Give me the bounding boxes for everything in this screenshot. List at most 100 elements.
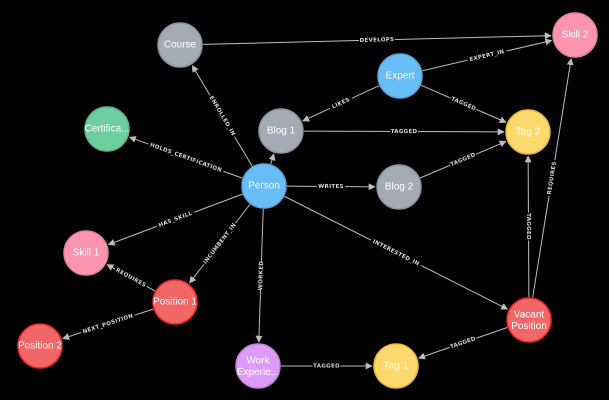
edge-label: NEXT_POSITION: [82, 313, 134, 335]
edge-label-bg: [448, 150, 478, 169]
edge-label: TAGGED: [525, 213, 531, 240]
edge-line[interactable]: [268, 153, 276, 165]
node-label: Position 1: [153, 297, 197, 308]
node-position2[interactable]: Position 2: [17, 323, 63, 369]
edge-expert-blog1[interactable]: LIKES: [302, 85, 380, 122]
node-label-line: Position: [511, 321, 547, 332]
edge-label: REQUIRES: [115, 267, 147, 288]
node-label: Course: [164, 40, 197, 51]
edge-person-course[interactable]: ENROLLED_IN: [191, 65, 253, 167]
edge-vacant-tag2[interactable]: TAGGED: [524, 155, 533, 298]
edge-work-tag1[interactable]: TAGGED: [281, 362, 373, 370]
edge-position1-skill1[interactable]: REQUIRES: [106, 264, 156, 292]
node-circle[interactable]: [552, 12, 598, 58]
node-label-line: Work: [246, 355, 270, 366]
edge-label-bg: [256, 261, 266, 290]
node-label: Blog 1: [267, 126, 296, 137]
edge-label: INTERESTED_IN: [371, 239, 420, 268]
edge-label: WRITES: [318, 184, 344, 190]
edge-label-bg: [448, 334, 478, 352]
node-label: Skill 2: [562, 30, 589, 41]
node-circle[interactable]: [17, 323, 63, 369]
node-person[interactable]: Person: [241, 163, 287, 209]
edge-label: TAGGED: [450, 152, 477, 168]
edge-label-bg: [312, 362, 341, 370]
edge-label-bg: [466, 47, 508, 65]
node-label: Tag 2: [516, 127, 541, 138]
edge-vacant-tag1[interactable]: TAGGED: [418, 327, 508, 360]
node-circle[interactable]: [63, 230, 109, 276]
edge-person-vacant[interactable]: INTERESTED_IN: [284, 195, 509, 310]
edge-label-bg: [545, 159, 559, 197]
edge-course-skill2[interactable]: DEVELOPS: [202, 32, 552, 45]
edge-label: EXPERT_IN: [469, 49, 505, 63]
node-blog2[interactable]: Blog 2: [376, 164, 422, 210]
edge-label-bg: [155, 208, 196, 231]
edge-person-blog1[interactable]: [268, 153, 276, 165]
edges-layer: DEVELOPS EXPERT_IN LIKES TAGGED TAGGED ENROLL…: [62, 32, 574, 370]
edge-blog1-tag2[interactable]: TAGGED: [303, 127, 505, 136]
edge-label-bg: [113, 265, 149, 290]
node-label: Tag 1: [384, 361, 409, 372]
edge-label: TAGGED: [450, 96, 477, 112]
node-label: Blog 2: [385, 182, 414, 193]
node-label: Position 2: [18, 341, 62, 352]
edge-label-bg: [389, 127, 419, 136]
edge-label-bg: [328, 94, 354, 112]
node-circle[interactable]: [235, 343, 281, 389]
node-circle[interactable]: [258, 108, 304, 154]
node-position1[interactable]: Position 1: [152, 279, 198, 325]
node-circle[interactable]: [373, 343, 419, 389]
node-label: Expert: [386, 71, 415, 82]
edge-label: ENROLLED_IN: [208, 95, 236, 137]
node-course[interactable]: Course: [157, 22, 203, 68]
edge-label: INCUMBENT_IN: [203, 222, 238, 265]
node-circle[interactable]: [241, 163, 287, 209]
edge-label-bg: [206, 93, 238, 139]
node-circle[interactable]: [376, 164, 422, 210]
edge-expert-tag2[interactable]: TAGGED: [420, 84, 507, 124]
edge-person-blog2[interactable]: WRITES: [286, 182, 376, 191]
node-blog1[interactable]: Blog 1: [258, 108, 304, 154]
node-circle[interactable]: [377, 53, 423, 99]
edge-label-bg: [316, 182, 346, 191]
node-tag2[interactable]: Tag 2: [505, 109, 551, 155]
node-tag1[interactable]: Tag 1: [373, 343, 419, 389]
edge-position1-position2[interactable]: NEXT_POSITION: [62, 308, 154, 340]
edge-label-bg: [358, 35, 396, 45]
node-circle[interactable]: [506, 297, 552, 343]
node-label-line: Vacant: [514, 309, 545, 320]
node-label: Person: [248, 181, 280, 192]
node-expert[interactable]: Expert: [377, 53, 423, 99]
edge-person-position1[interactable]: INCUMBENT_IN: [189, 203, 251, 284]
edge-blog2-tag2[interactable]: TAGGED: [419, 140, 507, 179]
edge-label: TAGGED: [313, 364, 340, 370]
edge-expert-skill2[interactable]: EXPERT_IN: [422, 38, 553, 72]
node-skill1[interactable]: Skill 1: [63, 230, 109, 276]
edge-label: DEVELOPS: [360, 37, 395, 44]
node-circle[interactable]: [152, 279, 198, 325]
node-skill2[interactable]: Skill 2: [552, 12, 598, 58]
edge-label-bg: [369, 236, 423, 269]
edge-label-bg: [147, 140, 225, 176]
edge-label: HOLDS_CERTIFICATION: [149, 142, 223, 174]
edge-vacant-skill2[interactable]: REQUIRES: [532, 58, 574, 298]
edge-person-cert[interactable]: HOLDS_CERTIFICATION: [128, 136, 243, 179]
edge-person-work[interactable]: WORKED: [255, 208, 266, 343]
edge-label: WORKED: [258, 261, 265, 291]
edge-label: TAGGED: [391, 129, 418, 135]
edge-label-bg: [524, 212, 533, 241]
node-circle[interactable]: [505, 109, 551, 155]
node-circle[interactable]: [84, 106, 130, 152]
node-circle[interactable]: [157, 22, 203, 68]
node-label-line: Experie...: [237, 367, 279, 378]
node-label: Certifica...: [84, 124, 129, 135]
node-label: Skill 1: [73, 248, 100, 259]
node-cert[interactable]: Certifica...: [84, 106, 130, 152]
